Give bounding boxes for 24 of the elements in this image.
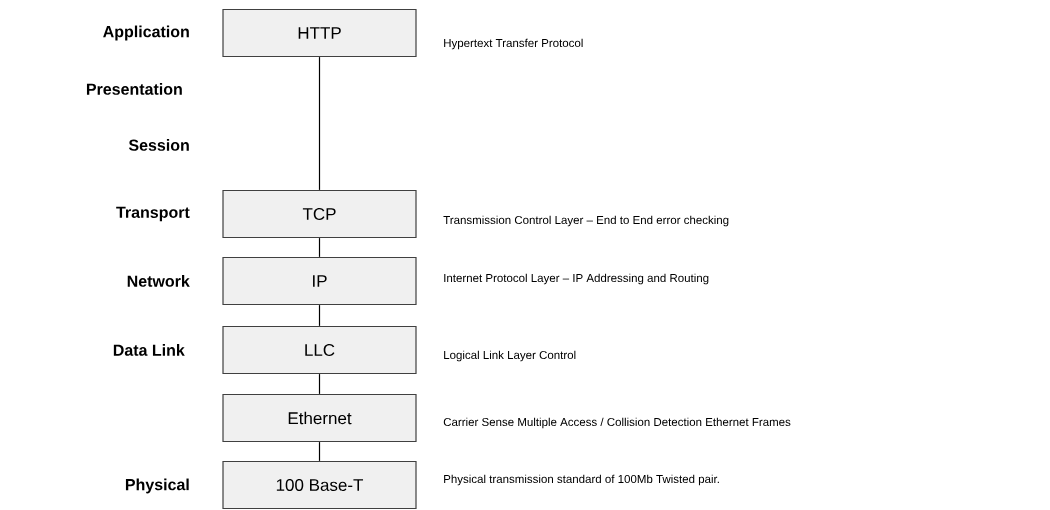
description-text: Carrier Sense Multiple Access / Collision Detection Ethernet Frames <box>443 417 791 429</box>
layer-name: Physical <box>125 478 189 494</box>
connector-line <box>318 373 321 395</box>
layer-name: Application <box>103 25 189 41</box>
description-text: Hypertext Transfer Protocol <box>444 38 583 50</box>
layer-name: Network <box>127 275 190 287</box>
connector-line <box>318 56 321 191</box>
description-text: Logical Link Layer Control <box>444 350 576 362</box>
description-text: Transmission Control Layer – End to End error checking <box>443 215 729 227</box>
protocol-box: IP <box>222 256 417 306</box>
connector-line <box>318 441 321 462</box>
layer-name: Session <box>128 139 189 151</box>
description-text: Internet Protocol Layer – IP Addressing and Routing <box>444 273 709 285</box>
protocol-box: 100 Base-T <box>222 460 417 510</box>
layer-name: Presentation <box>86 83 182 95</box>
layer-name: Transport <box>116 206 190 222</box>
layer-name: Data Link <box>113 344 185 356</box>
connector-line <box>318 237 321 258</box>
protocol-box: LLC <box>222 325 417 375</box>
description-text: Physical transmission standard of 100Mb Twisted pair. <box>444 474 719 486</box>
protocol-box: Ethernet <box>222 393 417 443</box>
protocol-box: TCP <box>222 189 417 239</box>
connector-line <box>318 304 321 327</box>
protocol-box: HTTP <box>222 8 417 58</box>
